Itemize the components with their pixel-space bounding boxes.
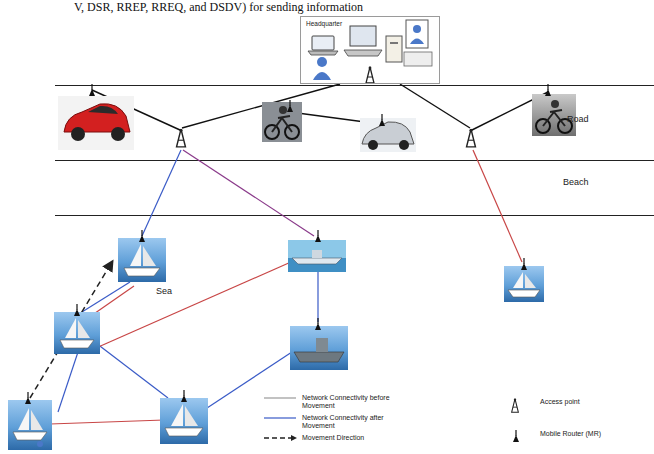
before-line-sample — [264, 397, 296, 398]
dashed-arrow-sample — [264, 437, 292, 438]
road-band: Road — [55, 86, 654, 159]
access-point-icon — [512, 399, 519, 413]
node-label: Road — [567, 114, 589, 124]
legend-entry: Network Connectivity before Movement — [262, 394, 402, 412]
beach-band: Beach — [55, 161, 654, 214]
band-lines — [55, 86, 654, 216]
motorbike — [532, 84, 576, 136]
node-label: Headquarter — [306, 20, 342, 27]
boats — [8, 230, 544, 450]
legend-text: Network Connectivity after Movement — [302, 414, 402, 430]
cropped-caption-text: V, DSR, RREP, RREQ, and DSDV) for sendin… — [74, 0, 363, 15]
road-links — [92, 84, 548, 130]
legend-sample — [500, 430, 536, 446]
after-line-sample — [264, 417, 296, 418]
legend-entry: Mobile Router (MR) — [500, 430, 640, 448]
legend-text: Network Connectivity before Movement — [302, 394, 402, 410]
legend-sample — [262, 434, 298, 450]
legend-text: Access point — [540, 398, 630, 406]
legend-sample — [262, 414, 298, 430]
legend-text: Movement Direction — [302, 434, 402, 442]
motorbike — [262, 100, 302, 142]
node-label: Beach — [563, 177, 589, 187]
legend-entry: Network Connectivity after Movement — [262, 414, 402, 432]
sea-links — [30, 150, 522, 424]
legend-sample — [262, 394, 298, 410]
headquarter-equipment — [308, 20, 432, 83]
headquarter-box: Headquarter — [300, 16, 440, 84]
node-label: Sea — [156, 286, 172, 296]
red-car — [58, 84, 134, 150]
mobile-router-icon — [513, 430, 519, 442]
legend-entry: Access point — [500, 398, 630, 416]
access-points — [177, 129, 476, 147]
silver-car — [360, 114, 416, 152]
arrowhead-sample — [291, 435, 297, 441]
legend-entry: Movement Direction — [262, 434, 402, 452]
legend-sample — [500, 398, 536, 414]
legend-text: Mobile Router (MR) — [540, 430, 640, 438]
